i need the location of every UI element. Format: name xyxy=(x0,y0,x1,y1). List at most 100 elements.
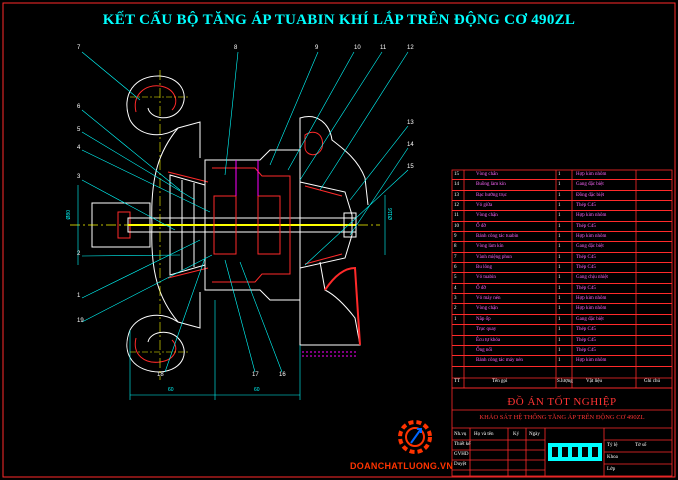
bom-material: Gang đặc biệt xyxy=(576,316,604,322)
bom-name: Vành miệng phun xyxy=(476,254,512,260)
bom-row: 6 Bu lông 1 Thép C45 xyxy=(452,263,672,274)
tb-cell-toso: Tờ số xyxy=(635,443,647,448)
bom-qty: 1 xyxy=(558,254,561,260)
bom-material: Thép C45 xyxy=(576,203,596,209)
bom-material: Thép C45 xyxy=(576,337,596,343)
bom-name: Vòng làm kín xyxy=(476,244,504,250)
bom-qty: 1 xyxy=(558,275,561,281)
bom-name: Êcu tự khóa xyxy=(476,337,501,343)
bom-header-material: Vật liệu xyxy=(586,379,602,384)
bom-qty: 1 xyxy=(558,306,561,312)
callout-14: 14 xyxy=(407,142,414,148)
bom-qty: 1 xyxy=(558,192,561,198)
bom-material: Hợp kim nhôm xyxy=(576,358,607,364)
callout-4: 4 xyxy=(77,145,81,151)
bom-header-qty: S.lượng xyxy=(557,379,573,384)
callout-5: 5 xyxy=(77,127,81,133)
bom-material: Thép C45 xyxy=(576,265,596,271)
bom-no: 6 xyxy=(454,265,457,271)
dimension-label-right: Ø116 xyxy=(388,208,394,220)
bom-no: 15 xyxy=(454,172,459,177)
bom-name: Ổ đỡ xyxy=(476,223,487,229)
bom-header-no: TT xyxy=(454,379,461,384)
title-block-subtitle: KHẢO SÁT HỆ THỐNG TĂNG ÁP TRÊN ĐỘNG CƠ 4… xyxy=(479,414,645,421)
bom-qty: 1 xyxy=(558,327,561,333)
bom-name: Vòng chắn xyxy=(476,172,498,177)
bom-no: 12 xyxy=(454,203,459,209)
callout-19: 19 xyxy=(77,318,84,324)
callout-17: 17 xyxy=(252,372,259,378)
tb-cell-ky: Ký xyxy=(513,432,520,437)
bom-row: Bánh công tác máy nén 1 Hợp kim nhôm xyxy=(452,356,672,367)
bom-qty: 1 xyxy=(558,182,561,188)
turbine-housing-lower xyxy=(299,261,361,346)
tb-cell-thietke: Thiết kế xyxy=(454,442,471,447)
bom-name: Bu lông xyxy=(476,265,492,271)
compressor-volute-upper xyxy=(126,75,201,158)
bom-material: Gang đặc biệt xyxy=(576,244,604,250)
compressor-volute-upper-section xyxy=(134,85,177,113)
bom-material: Thép C45 xyxy=(576,254,596,260)
callout-3: 3 xyxy=(77,174,81,180)
bom-name: Vòng chặn xyxy=(476,306,498,312)
bom-no: 8 xyxy=(454,244,457,250)
leader-lines xyxy=(81,51,409,373)
turbine-wheel-section xyxy=(304,185,343,265)
bom-header-note: Ghi chú xyxy=(644,379,660,384)
tb-cell-ngay: Ngày xyxy=(529,432,540,437)
bom-material: Hợp kim nhôm xyxy=(576,296,607,302)
bom-name: Buồng làm kín xyxy=(476,182,506,188)
tb-cell-lop: Lớp xyxy=(607,467,616,472)
title-block-title: ĐỒ ÁN TỐT NGHIỆP xyxy=(507,396,617,408)
bom-no: 4 xyxy=(454,285,457,291)
bom-row: 12 Vỏ giữa 1 Thép C45 xyxy=(452,201,672,212)
bom-qty: 1 xyxy=(558,203,561,209)
bom-qty: 1 xyxy=(558,285,561,291)
bom-no: 13 xyxy=(454,192,459,198)
bom-material: Gang chịu nhiệt xyxy=(576,275,608,281)
bom-name: Vỏ máy nén xyxy=(476,296,501,302)
bom-no: 10 xyxy=(454,223,459,229)
callout-12: 12 xyxy=(407,45,414,51)
bom-no: 14 xyxy=(454,182,459,188)
watermark-gear-icon xyxy=(398,420,432,454)
callout-13: 13 xyxy=(407,120,414,126)
callout-10: 10 xyxy=(354,45,361,51)
bom-name: Vỏ giữa xyxy=(476,203,493,209)
bom-qty: 1 xyxy=(558,234,561,240)
turbine-volute xyxy=(304,131,324,156)
bom-qty: 1 xyxy=(558,358,561,364)
compressor-wheel-section xyxy=(167,171,209,279)
bom-row: Trục quay 1 Thép C45 xyxy=(452,325,672,336)
bom-qty: 1 xyxy=(558,265,561,271)
watermark-text: DOANCHATLUONG.VN xyxy=(350,461,454,471)
bom-material: Đồng đặc biệt xyxy=(576,192,605,198)
bom-name: Ổ đỡ xyxy=(476,285,487,291)
bom-qty: 1 xyxy=(558,296,561,302)
callout-15: 15 xyxy=(407,164,414,170)
bom-row: 7 Vành miệng phun 1 Thép C45 xyxy=(452,253,672,264)
bom-no: 9 xyxy=(454,234,457,240)
bom-header-name: Tên gọi xyxy=(492,379,508,384)
bom-no: 5 xyxy=(454,275,457,281)
bom-name: Vòng chặn xyxy=(476,213,498,219)
bom-no: 7 xyxy=(454,254,457,260)
bom-name: Bánh công tác máy nén xyxy=(476,358,523,364)
tb-cell-nhiemvu: Nh.vụ xyxy=(454,432,467,437)
bom-name: Trục quay xyxy=(476,327,497,333)
turbine-flange-hatch xyxy=(302,351,358,357)
bom-no: 11 xyxy=(454,213,459,219)
bom-material: Thép C45 xyxy=(576,327,596,333)
bom-header: TT Tên gọi S.lượng Vật liệu Ghi chú xyxy=(452,377,672,387)
bom-qty: 1 xyxy=(558,223,561,229)
dimension-label-left: Ø80 xyxy=(66,210,72,220)
